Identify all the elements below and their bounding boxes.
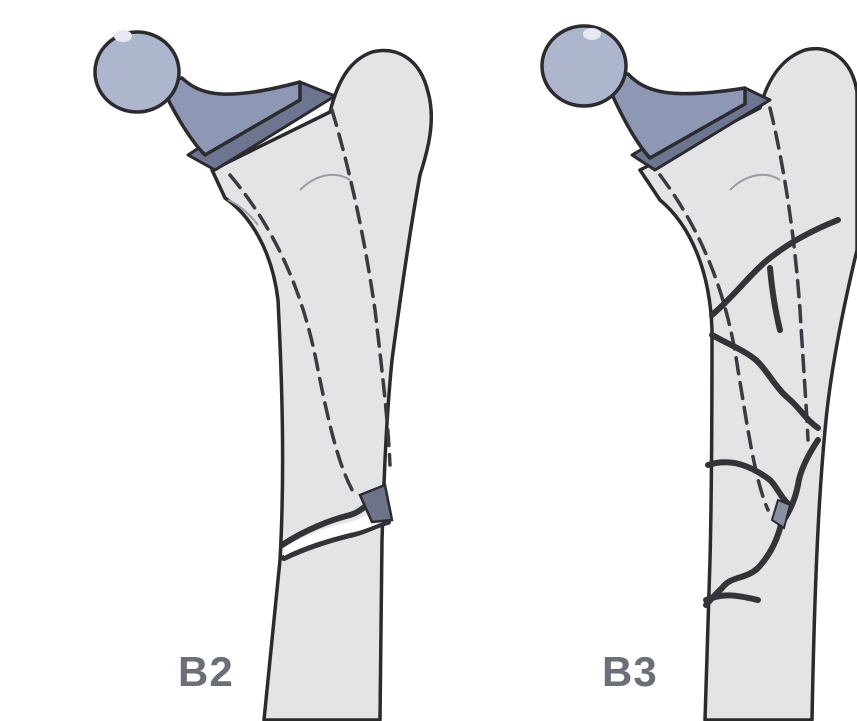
panel-label-b2: B2 bbox=[178, 648, 234, 695]
panel-label-b3: B3 bbox=[602, 648, 658, 695]
implant-head-b2 bbox=[95, 32, 179, 112]
panel-b2 bbox=[95, 30, 431, 720]
implant-head-b3 bbox=[542, 26, 626, 106]
panel-b3 bbox=[542, 26, 857, 720]
